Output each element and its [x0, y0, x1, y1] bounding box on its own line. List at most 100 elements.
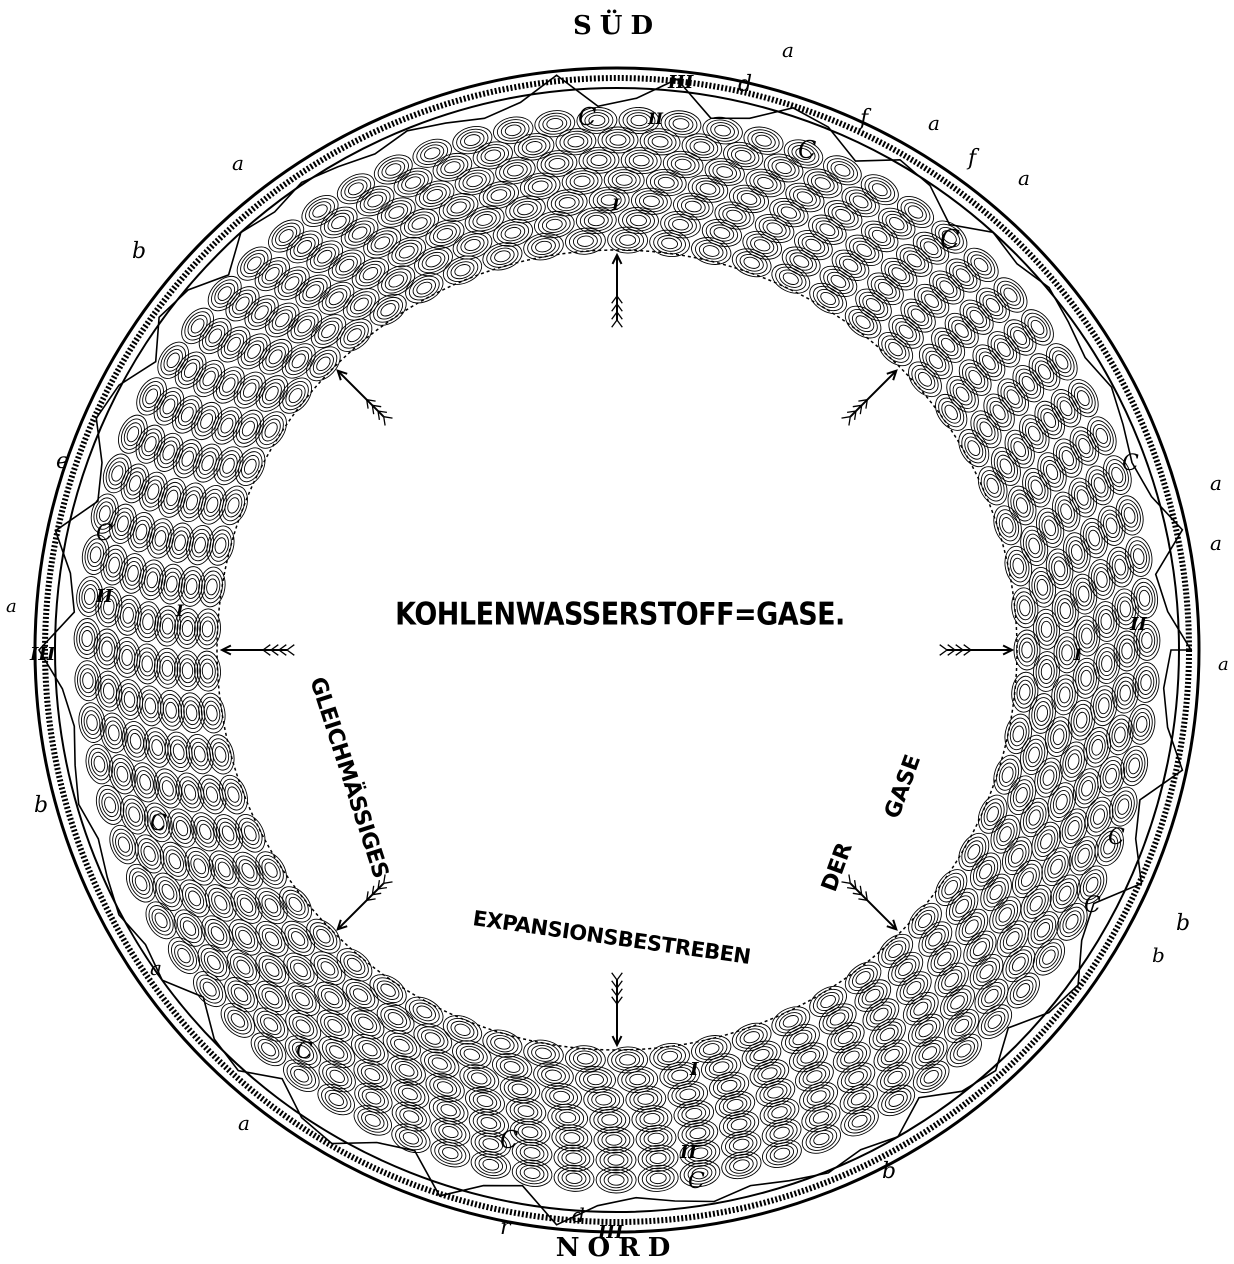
scallop-line [588, 215, 604, 226]
scallop-line [978, 982, 1006, 1010]
scallop-line [661, 237, 678, 249]
scallop-line [104, 552, 123, 578]
scallop-line [966, 368, 984, 387]
scallop-line [229, 886, 264, 924]
scallop-line [548, 158, 565, 170]
scallop-line [82, 672, 93, 689]
scallop-line [182, 700, 201, 726]
scallop-line [346, 1028, 394, 1071]
label-d: d [738, 72, 752, 97]
scallop-line [781, 1013, 800, 1029]
scallop-line [732, 1138, 750, 1152]
scallop-line [379, 981, 398, 999]
scallop-line [139, 652, 155, 676]
scallop-line [693, 141, 711, 154]
scallop-line [1116, 680, 1134, 705]
scallop-line [926, 930, 944, 949]
scallop-line [1011, 440, 1027, 459]
scallop-line [917, 287, 945, 315]
scallop-line [327, 1043, 346, 1061]
scallop-line [713, 226, 731, 240]
scallop-line [196, 975, 223, 1003]
scallop-line [498, 157, 534, 184]
scallop-line [1035, 920, 1052, 939]
scallop-line [766, 1101, 794, 1124]
scallop-line [540, 1066, 566, 1085]
scallop-line [962, 363, 989, 392]
scallop-line [921, 935, 967, 982]
scallop-line [953, 828, 995, 876]
scallop-line [873, 1021, 902, 1048]
scallop-line [213, 537, 227, 555]
label-C-left: C [96, 521, 113, 546]
label-C-bottom-left: C [296, 1039, 313, 1064]
outer-crust-ring [35, 68, 1199, 1232]
scallop-line [1009, 846, 1026, 865]
scallop-line [224, 1006, 252, 1034]
scallop-line [162, 618, 173, 635]
scallop-line [157, 775, 179, 803]
scallop-line [379, 301, 398, 319]
scallop-line [165, 734, 193, 770]
scallop-line [461, 1064, 498, 1094]
scallop-line [204, 920, 231, 949]
scallop-line [1048, 435, 1088, 482]
scallop-line [523, 1167, 540, 1180]
scallop-line [153, 529, 167, 547]
scallop-line [242, 824, 258, 843]
scallop-line [906, 203, 925, 221]
scallop-line [150, 739, 163, 757]
label-a-right-1: a [1210, 471, 1222, 495]
scallop-line [819, 993, 838, 1010]
scallop-line [672, 118, 689, 130]
scallop-line [573, 233, 598, 250]
scallop-line [996, 378, 1031, 416]
scallop-line [337, 172, 375, 206]
scallop-line [952, 1017, 971, 1035]
scallop-line [1005, 950, 1032, 979]
scallop-line [568, 136, 585, 148]
scallop-line [819, 290, 838, 307]
scallop-line [314, 954, 342, 982]
scallop-line [1033, 401, 1066, 439]
scallop-line [890, 265, 909, 283]
scallop-line [1109, 788, 1138, 825]
scallop-line [759, 1135, 805, 1172]
scallop-line [794, 1045, 822, 1069]
scallop-line [1041, 768, 1056, 786]
scallop-line [175, 946, 193, 965]
scallop-line [1016, 679, 1034, 704]
scallop-line [1062, 374, 1104, 422]
scallop-line [602, 1115, 618, 1126]
scallop-line [702, 244, 720, 258]
scallop-line [993, 507, 1023, 544]
scallop-line [173, 534, 187, 552]
scallop-line [1004, 929, 1022, 948]
scallop-line [282, 890, 309, 918]
scallop-line [511, 1083, 529, 1097]
scallop-line [1075, 389, 1092, 408]
scallop-line [423, 1030, 442, 1046]
scallop-line [1053, 560, 1066, 578]
scallop-line [850, 1113, 869, 1130]
scallop-line [657, 1047, 683, 1066]
label-III-top: III [667, 72, 694, 93]
scallop-line [1076, 775, 1098, 802]
scallop-line [744, 230, 781, 260]
scallop-line [262, 860, 279, 879]
scallop-line [400, 1086, 419, 1102]
scallop-line [657, 234, 683, 253]
scallop-line [471, 209, 499, 231]
scallop-line [394, 167, 432, 199]
scallop-line [459, 234, 487, 257]
scallop-line [459, 129, 486, 151]
scallop-line [870, 228, 889, 245]
scallop-line [123, 801, 146, 829]
scallop-line [121, 687, 139, 712]
scallop-line [206, 578, 219, 595]
label-a-bottom-left-2: a [238, 1111, 250, 1135]
scallop-line [1058, 399, 1075, 418]
scallop-line [561, 1170, 586, 1188]
scallop-line [1132, 662, 1160, 704]
scallop-line [954, 385, 972, 404]
